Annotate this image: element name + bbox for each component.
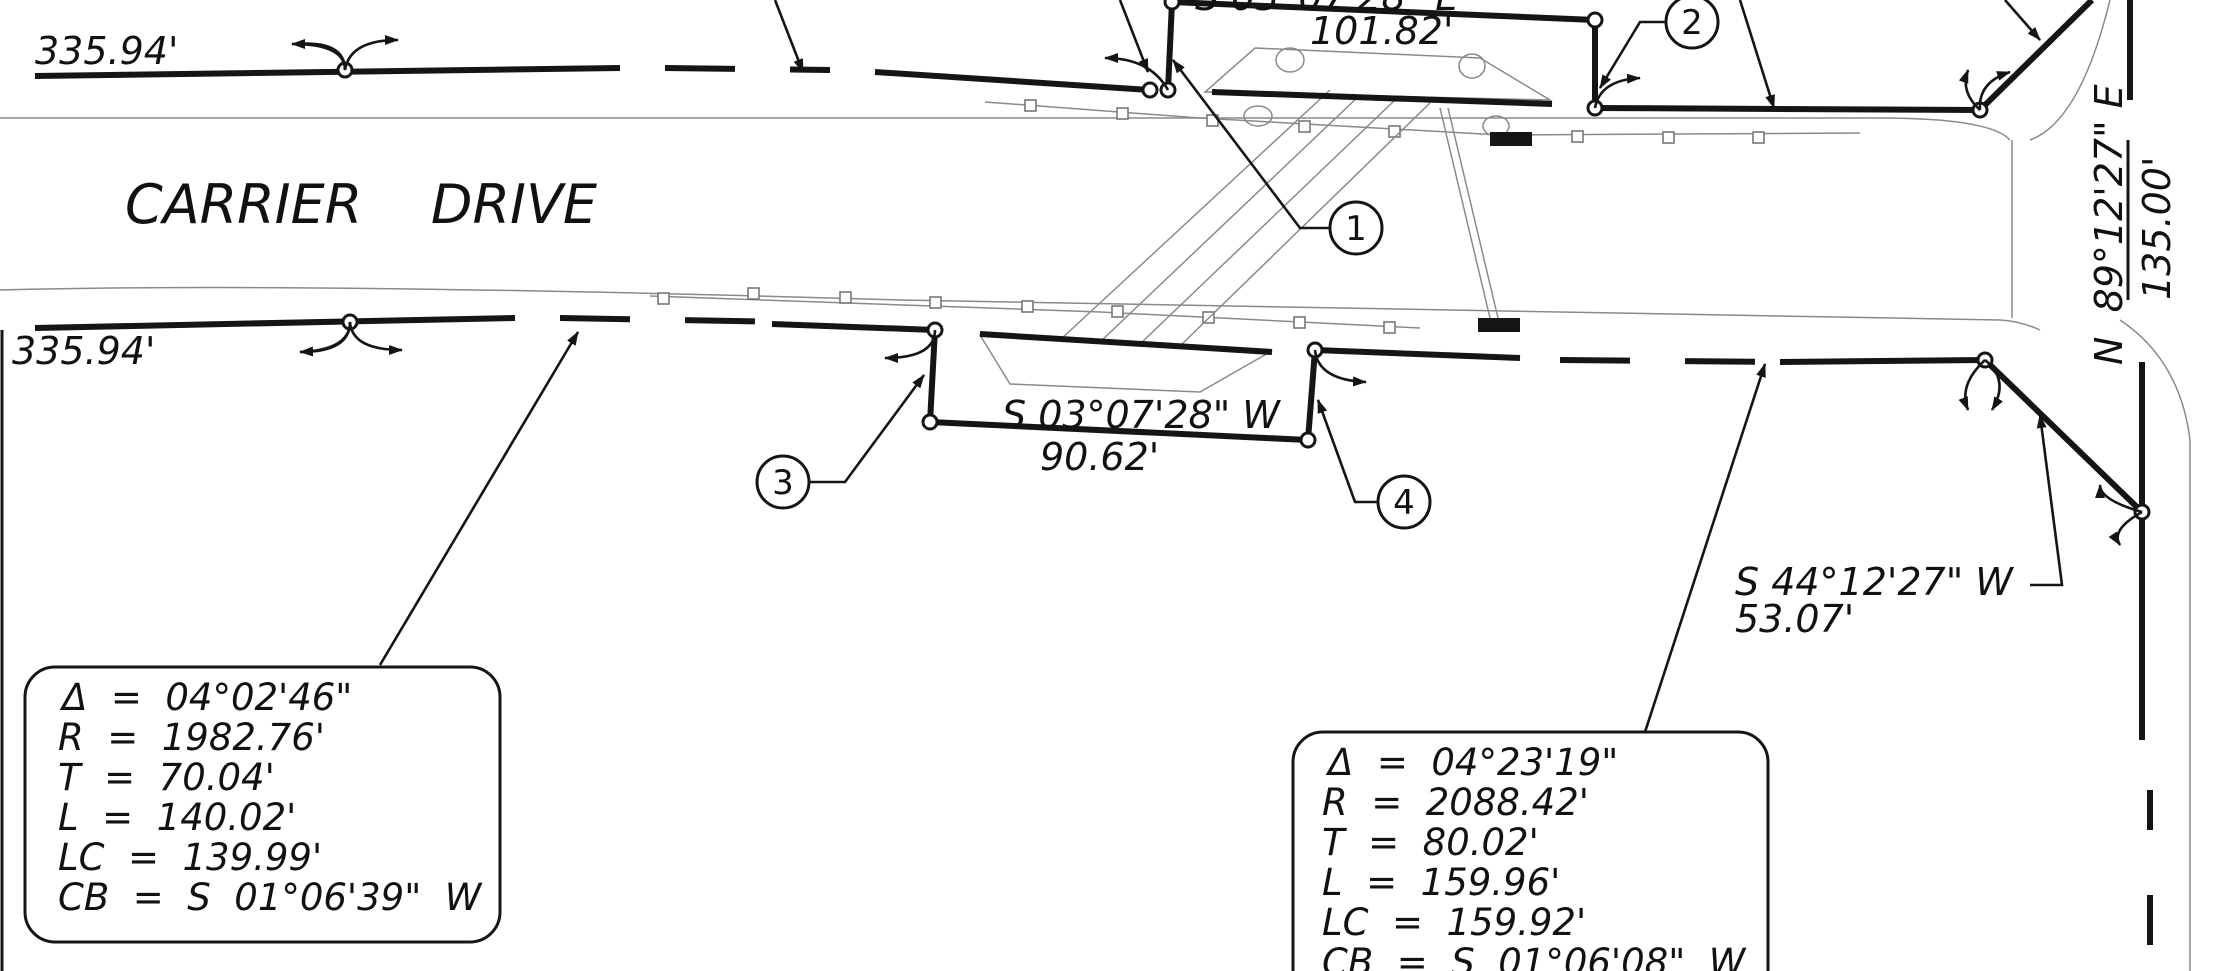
leader-lines (378, 0, 2064, 733)
end-line-bearing: N 89°12'27" E (2087, 84, 2131, 365)
lower-parcel-boundary (926, 329, 1318, 444)
callout-3: 3 (755, 454, 811, 510)
lower-parcel-distance: 90.62' (1040, 435, 1159, 479)
curve-left-delta: Δ = 04°02'46" (59, 676, 352, 719)
utility-block-lower (1478, 318, 1520, 332)
corner-arrows (291, 35, 2143, 546)
utility-block-upper (1490, 132, 1532, 146)
callout-3-label: 3 (772, 463, 794, 503)
callout-1-label: 1 (1345, 209, 1367, 249)
callout-4: 4 (1376, 474, 1432, 530)
corner-monuments (336, 0, 2151, 521)
corner-cut-lines (0, 0, 2153, 971)
curve-right-length: L = 159.96' (1322, 861, 1560, 904)
frontage-distance-upper: 335.94' (35, 29, 178, 73)
corner-cut-distance: 53.07' (1735, 597, 1854, 641)
corner-cut-bearing: S 44°12'27" W (1735, 560, 2014, 604)
end-line-distance: 135.00' (2135, 157, 2179, 300)
curve-right-chord-bearing: CB = S 01°06'08" W (1322, 941, 1747, 971)
curve-left-chord-bearing: CB = S 01°06'39" W (58, 876, 483, 919)
north-property-line (34, 65, 1981, 113)
utility-line-lower (649, 287, 1421, 334)
curve-left-radius: R = 1982.76' (58, 716, 325, 759)
crossing-lines (1059, 89, 1499, 347)
frontage-distance-lower: 335.94' (12, 329, 155, 373)
curve-data-box-right: Δ = 04°23'19" R = 2088.42' T = 80.02' L … (1291, 730, 1770, 971)
curve-right-delta: Δ = 04°23'19" (1325, 741, 1618, 784)
upper-parcel-bearing: S 03°07'28" E (1195, 0, 1459, 19)
curve-right-radius: R = 2088.42' (1322, 781, 1589, 824)
south-property-line (34, 315, 1986, 365)
curve-data-box-left: Δ = 04°02'46" R = 1982.76' T = 70.04' L … (23, 665, 502, 944)
road-name-label: CARRIER DRIVE (125, 173, 598, 236)
curve-left-chord: LC = 139.99' (58, 836, 322, 879)
upper-parcel-boundary (1165, 0, 1598, 108)
curve-left-tangent: T = 70.04' (58, 756, 275, 799)
upper-parcel-distance: 101.82' (1310, 9, 1453, 53)
callout-2: 2 (1664, 0, 1720, 50)
lower-parcel-bearing: S 03°07'28" W (1002, 393, 1281, 437)
curve-right-tangent: T = 80.02' (1322, 821, 1539, 864)
upper-pad-outline (1203, 47, 1553, 137)
callout-1: 1 (1328, 200, 1384, 256)
curve-left-length: L = 140.02' (58, 796, 296, 839)
callout-2-label: 2 (1681, 3, 1703, 43)
curve-right-chord: LC = 159.92' (1322, 901, 1586, 944)
callout-4-label: 4 (1393, 483, 1415, 523)
